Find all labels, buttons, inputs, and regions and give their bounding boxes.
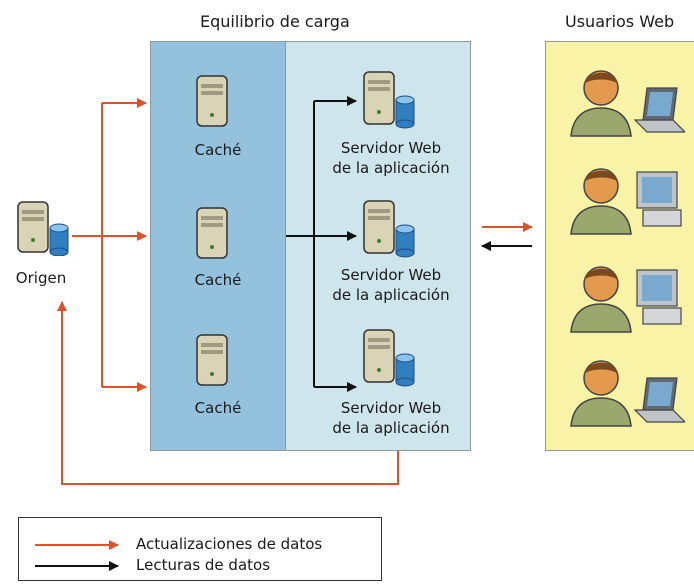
cache-server-icon [196, 334, 228, 386]
load-balancing-title: Equilibrio de carga [200, 12, 350, 31]
app-server-database-icon [363, 71, 415, 129]
user-desktop-icon [570, 266, 682, 333]
cache-server-icon [196, 75, 228, 127]
cache-label-3: Caché [194, 399, 242, 417]
app-server-label-line1: Servidor Web [340, 139, 442, 157]
web-users-title: Usuarios Web [565, 12, 675, 31]
user-desktop-icon [570, 168, 682, 235]
app-server-label-2: Servidor Web de la aplicación [306, 265, 476, 305]
origin-server-database-icon [17, 201, 69, 256]
app-server-label-line2: de la aplicación [332, 286, 450, 304]
update-loop-to-origin [57, 301, 399, 485]
app-server-label-3: Servidor Web de la aplicación [306, 398, 476, 438]
user-laptop-icon [570, 360, 685, 427]
app-server-label-line2: de la aplicación [332, 159, 450, 177]
legend-reads-label: Lecturas de datos [136, 556, 271, 574]
app-server-label-1: Servidor Web de la aplicación [306, 138, 476, 178]
origin-label: Origen [15, 269, 67, 287]
cache-server-icon [196, 207, 228, 259]
cache-label-2: Caché [194, 271, 242, 289]
user-laptop-icon [570, 70, 685, 137]
app-server-label-line1: Servidor Web [340, 266, 442, 284]
app-server-label-line2: de la aplicación [332, 419, 450, 437]
update-arrows-to-caches [72, 98, 147, 392]
legend-updates-label: Actualizaciones de datos [136, 535, 323, 553]
app-server-database-icon [363, 200, 415, 258]
legend [18, 517, 382, 581]
cache-label-1: Caché [194, 141, 242, 159]
read-arrows-to-servers [286, 96, 357, 392]
app-server-label-line1: Servidor Web [340, 399, 442, 417]
app-server-database-icon [363, 329, 415, 387]
